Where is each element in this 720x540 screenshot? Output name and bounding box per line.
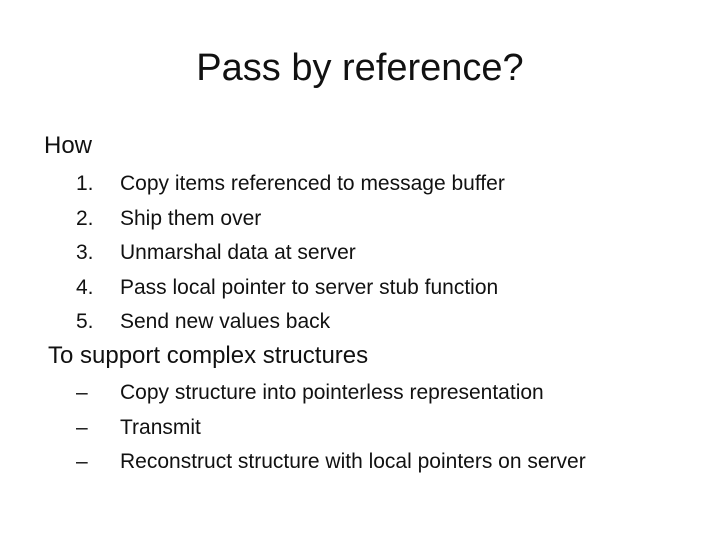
list-item-text: Pass local pointer to server stub functi… (120, 275, 499, 299)
list-item-text: Copy structure into pointerless represen… (120, 381, 544, 404)
list-item-text: Send new values back (120, 310, 331, 333)
dash-bullet: – (76, 450, 88, 473)
list-number: 2. (76, 206, 94, 230)
list-item-text: Ship them over (120, 206, 262, 230)
list-item-text: Copy items referenced to message buffer (120, 172, 505, 195)
list-item-text: Reconstruct structure with local pointer… (120, 450, 586, 473)
list-item-text: Transmit (120, 415, 201, 439)
list-number: 3. (76, 241, 94, 264)
slide-title: Pass by reference? (196, 47, 524, 89)
list-item-text: Unmarshal data at server (120, 241, 356, 264)
how-heading: How (44, 132, 93, 159)
list-number: 5. (76, 310, 94, 333)
dash-bullet: – (76, 415, 88, 439)
dash-bullet: – (76, 381, 88, 404)
list-number: 1. (76, 172, 94, 195)
complex-structures-heading: To support complex structures (48, 342, 369, 369)
list-number: 4. (76, 275, 94, 299)
